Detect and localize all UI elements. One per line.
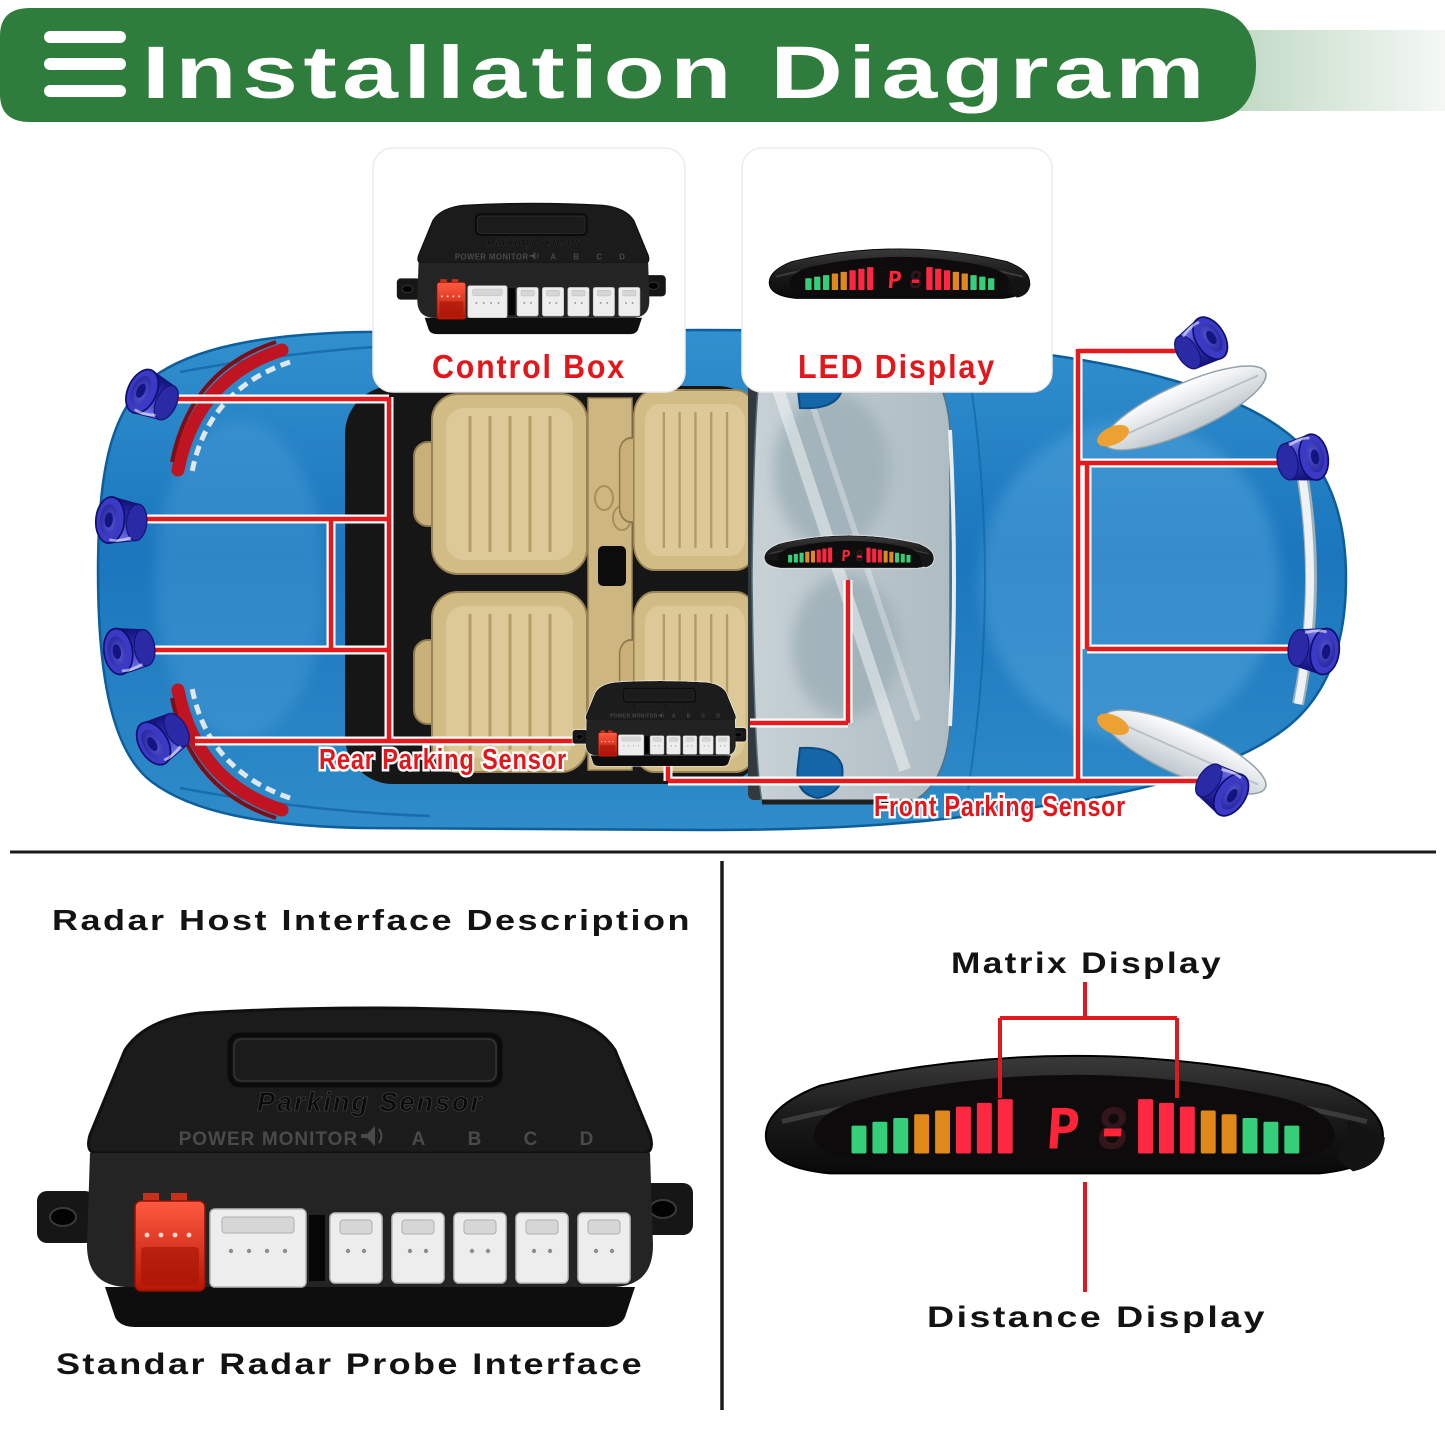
rear-seat-top — [412, 392, 589, 576]
front-sensor-1 — [1165, 309, 1236, 379]
windshield-chrome — [948, 429, 956, 727]
trunk-seam-bottom — [179, 786, 431, 818]
front-sensor-callouts — [668, 348, 1300, 784]
tail-light-top — [170, 340, 291, 477]
radar-host-section: Radar Host Interface Description Standar… — [37, 905, 693, 1381]
inset-control-box-label: Control Box — [432, 348, 626, 385]
radar-host-photo — [37, 1008, 693, 1327]
inset-led-display: LED Display — [741, 147, 1053, 393]
menu-icon — [44, 31, 126, 97]
car-illustration — [96, 328, 1348, 832]
hood-seam — [967, 365, 986, 791]
callout-lines — [140, 348, 1300, 784]
side-mirror-bottom — [796, 746, 844, 800]
matrix-callout-lines — [998, 982, 1179, 1098]
matrix-display-title: Matrix Display — [951, 947, 1223, 980]
inset-control-box: Control Box — [372, 147, 686, 393]
inset-led-display-label: LED Display — [798, 348, 996, 385]
trunk-highlight — [155, 420, 325, 740]
matrix-display-photo — [766, 1056, 1385, 1173]
display-section: Matrix Display Distance Display — [766, 947, 1385, 1334]
inset-control-box-photo — [396, 202, 667, 336]
hood-highlight — [980, 420, 1280, 740]
in-car-control-box — [572, 680, 747, 767]
banner-title: Installation Diagram — [142, 31, 1210, 114]
front-parking-sensor-label: Front Parking Sensor — [874, 791, 1126, 823]
front-bumper-chrome — [1292, 450, 1317, 706]
headlight-top — [1097, 365, 1267, 451]
front-seat-top — [618, 388, 758, 572]
radar-host-title: Radar Host Interface Description — [52, 905, 692, 937]
banner-background — [0, 8, 1256, 122]
rear-parking-sensor-label: Rear Parking Sensor — [319, 744, 567, 776]
gear-shifter — [598, 546, 626, 586]
banner: Installation Diagram — [0, 8, 1445, 122]
rear-sensor-callouts — [140, 396, 575, 744]
probe-interface-caption: Standar Radar Probe Interface — [56, 1348, 644, 1381]
distance-display-caption: Distance Display — [927, 1301, 1267, 1334]
